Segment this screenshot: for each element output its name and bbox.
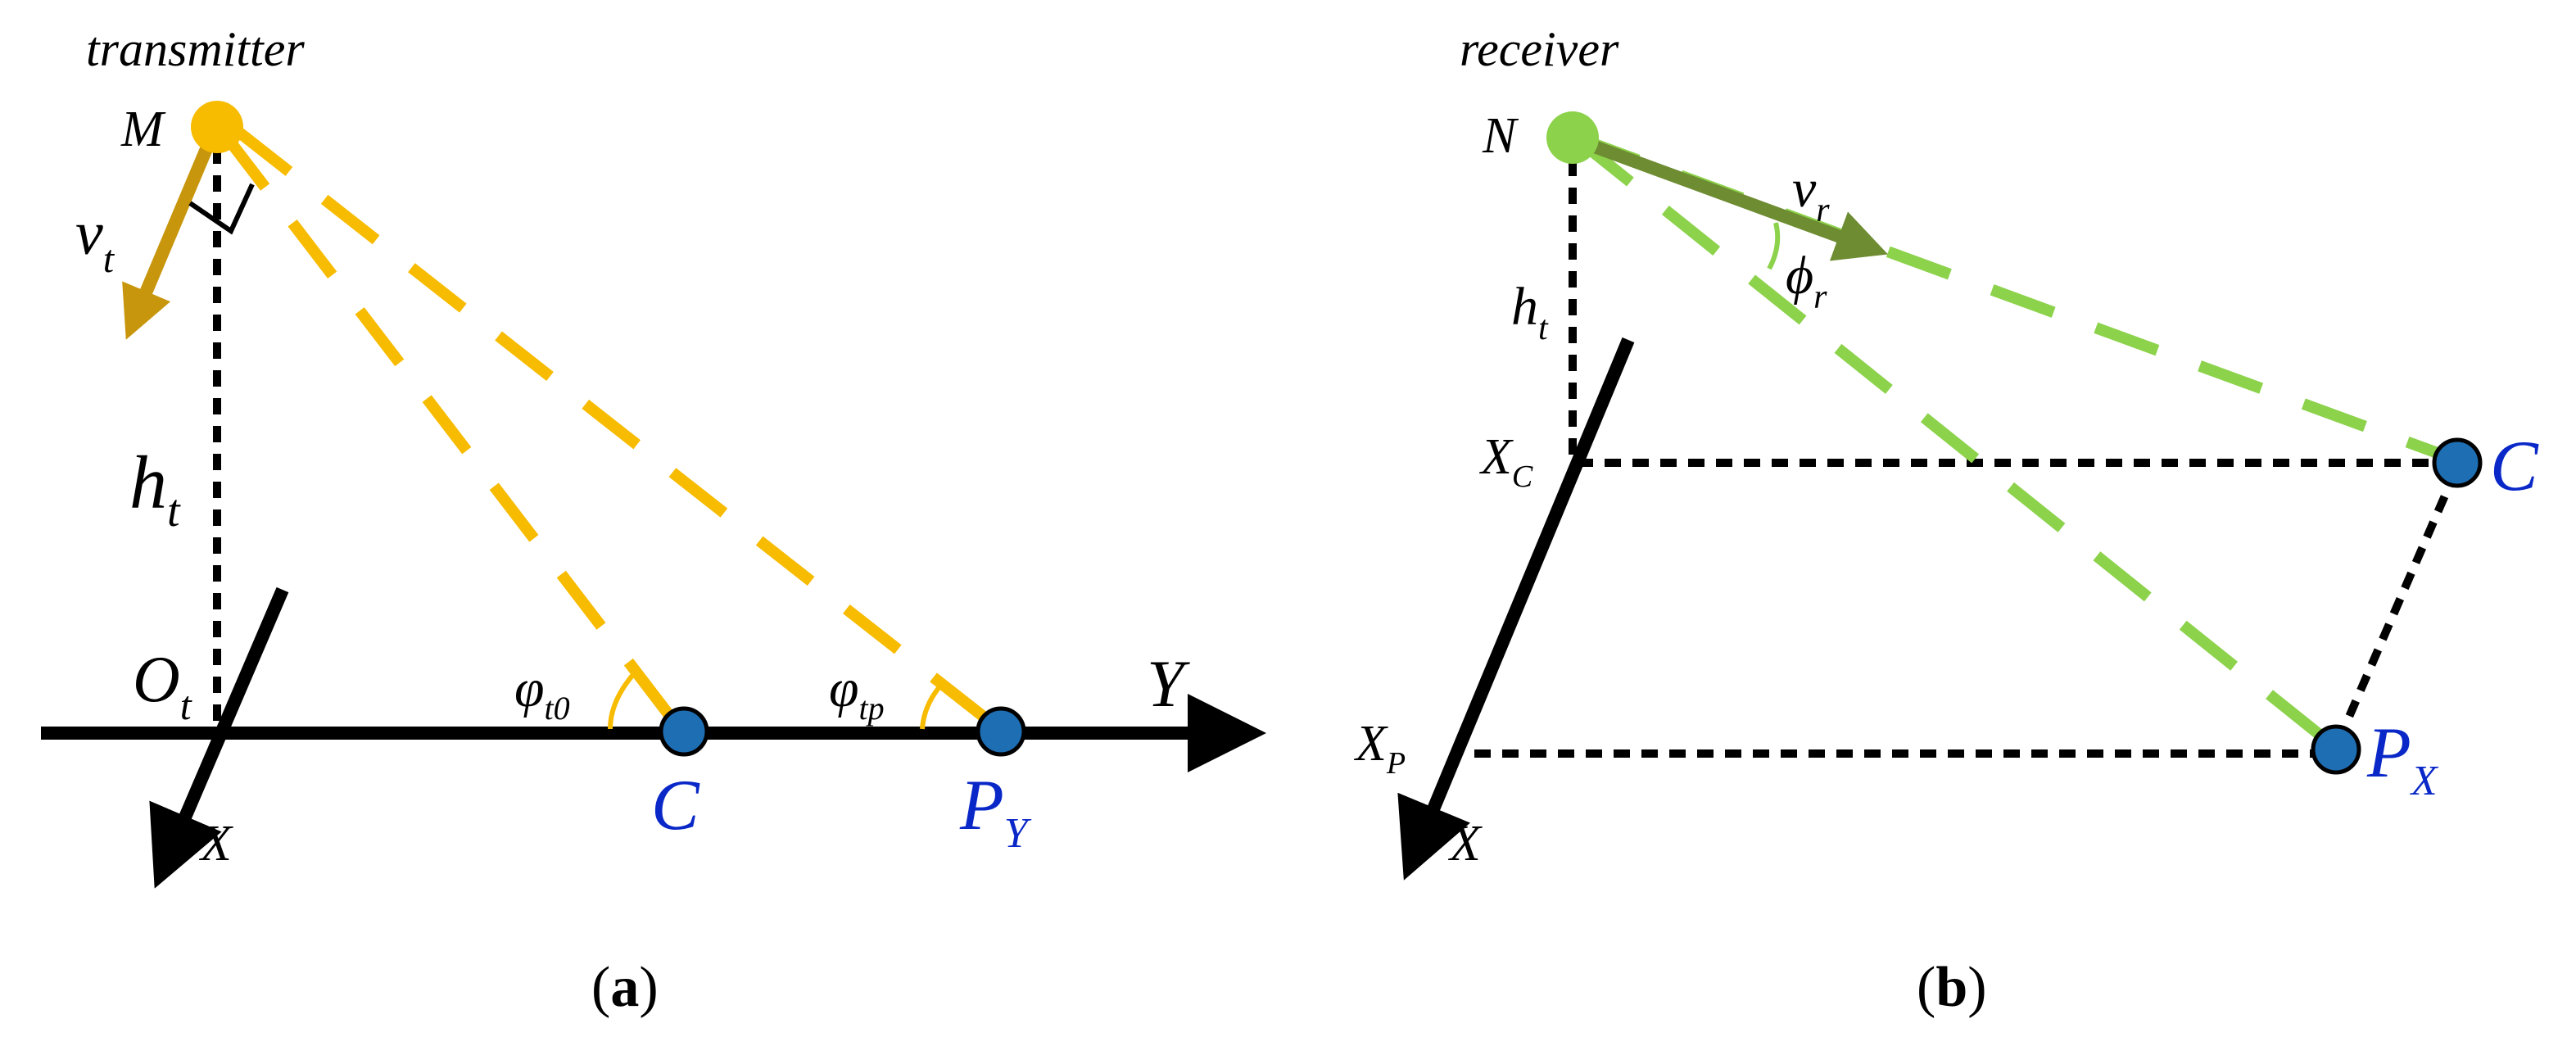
receiver-point [1546, 111, 1599, 164]
angle-label-b-sub: r [1813, 278, 1827, 316]
c-to-p-line [2334, 469, 2460, 743]
height-label-main: h [129, 441, 167, 524]
panel-a: transmitter M vt ht Ot Y X φt0 φtp C PY … [41, 22, 1266, 1019]
target-point-c-b [2432, 437, 2483, 488]
velocity-vector-r [1572, 133, 1889, 261]
height-label-b-main: h [1511, 277, 1538, 337]
velocity-vector-t [122, 126, 221, 340]
angle-p-label-sub: tp [859, 690, 885, 727]
point-p-label-a-sub: Y [1004, 810, 1032, 857]
velocity-label-b-sub: r [1816, 192, 1830, 229]
origin-label-sub: t [180, 682, 192, 728]
axis-x-label-a: X [198, 816, 233, 872]
target-point-p-b [2311, 724, 2361, 775]
velocity-label-main: v [75, 199, 103, 268]
panel-b: receiver N vr ϕr ht XC XP X C PX (b) [1353, 22, 2539, 1019]
velocity-label-b: vr [1792, 159, 1830, 229]
velocity-label-sub: t [103, 238, 115, 281]
point-p-label-b: PX [2366, 713, 2439, 804]
caption-a-open: ( [591, 956, 610, 1019]
angle-label-b-main: ϕ [1786, 246, 1813, 306]
receiver-title: receiver [1460, 22, 1619, 76]
target-point-p [976, 706, 1026, 757]
origin-label: Ot [133, 644, 192, 728]
xp-label-main: X [1353, 716, 1388, 772]
angle-p-label-main: φ [829, 659, 859, 718]
height-label-b: ht [1511, 277, 1549, 347]
point-p-label-b-main: P [2366, 713, 2411, 793]
transmitter-point [191, 101, 243, 153]
point-p-label-a: PY [959, 766, 1032, 857]
caption-b-close: ) [1967, 956, 1986, 1019]
right-angle-mark [188, 183, 255, 235]
xp-label: XP [1353, 716, 1406, 781]
caption-b-open: ( [1917, 956, 1935, 1019]
x-axis-line [149, 586, 289, 889]
point-n-label: N [1482, 108, 1519, 164]
angle-c-label: φt0 [514, 659, 570, 727]
ray-to-p-b [1575, 136, 2332, 746]
height-label: ht [129, 441, 181, 537]
point-c-label-b: C [2490, 427, 2539, 506]
angle-p-label: φtp [829, 659, 885, 727]
xc-label-main: X [1478, 429, 1514, 485]
point-p-label-b-sub: X [2410, 758, 2439, 804]
angle-label-b: ϕr [1786, 246, 1827, 316]
velocity-label: vt [75, 199, 115, 281]
angle-arc-p [920, 682, 944, 730]
axis-x-label-b: X [1447, 816, 1483, 872]
xc-label: XC [1478, 429, 1533, 494]
axis-y-label: Y [1147, 646, 1190, 721]
point-c-label-a: C [651, 766, 700, 845]
caption-a-close: ) [639, 956, 658, 1019]
origin-label-main: O [133, 644, 180, 716]
point-m-label: M [120, 102, 166, 157]
velocity-label-b-main: v [1792, 159, 1817, 219]
target-point-c [659, 706, 709, 757]
height-label-sub: t [167, 486, 181, 537]
caption-a: (a) [591, 956, 659, 1019]
angle-arc-c [608, 670, 638, 730]
ray-to-p [233, 126, 1003, 734]
x-axis-line-b [1397, 337, 1635, 881]
xp-label-sub: P [1386, 746, 1406, 781]
caption-a-letter: a [610, 956, 639, 1019]
height-label-b-sub: t [1538, 310, 1549, 347]
angle-arc-r [1767, 222, 1781, 270]
point-p-label-a-main: P [959, 766, 1004, 845]
caption-b-letter: b [1935, 956, 1967, 1019]
caption-b: (b) [1917, 956, 1987, 1019]
angle-c-label-main: φ [514, 659, 545, 718]
ray-to-c [220, 131, 685, 733]
xc-label-sub: C [1512, 460, 1533, 494]
transmitter-title: transmitter [86, 22, 305, 76]
angle-c-label-sub: t0 [545, 690, 570, 727]
